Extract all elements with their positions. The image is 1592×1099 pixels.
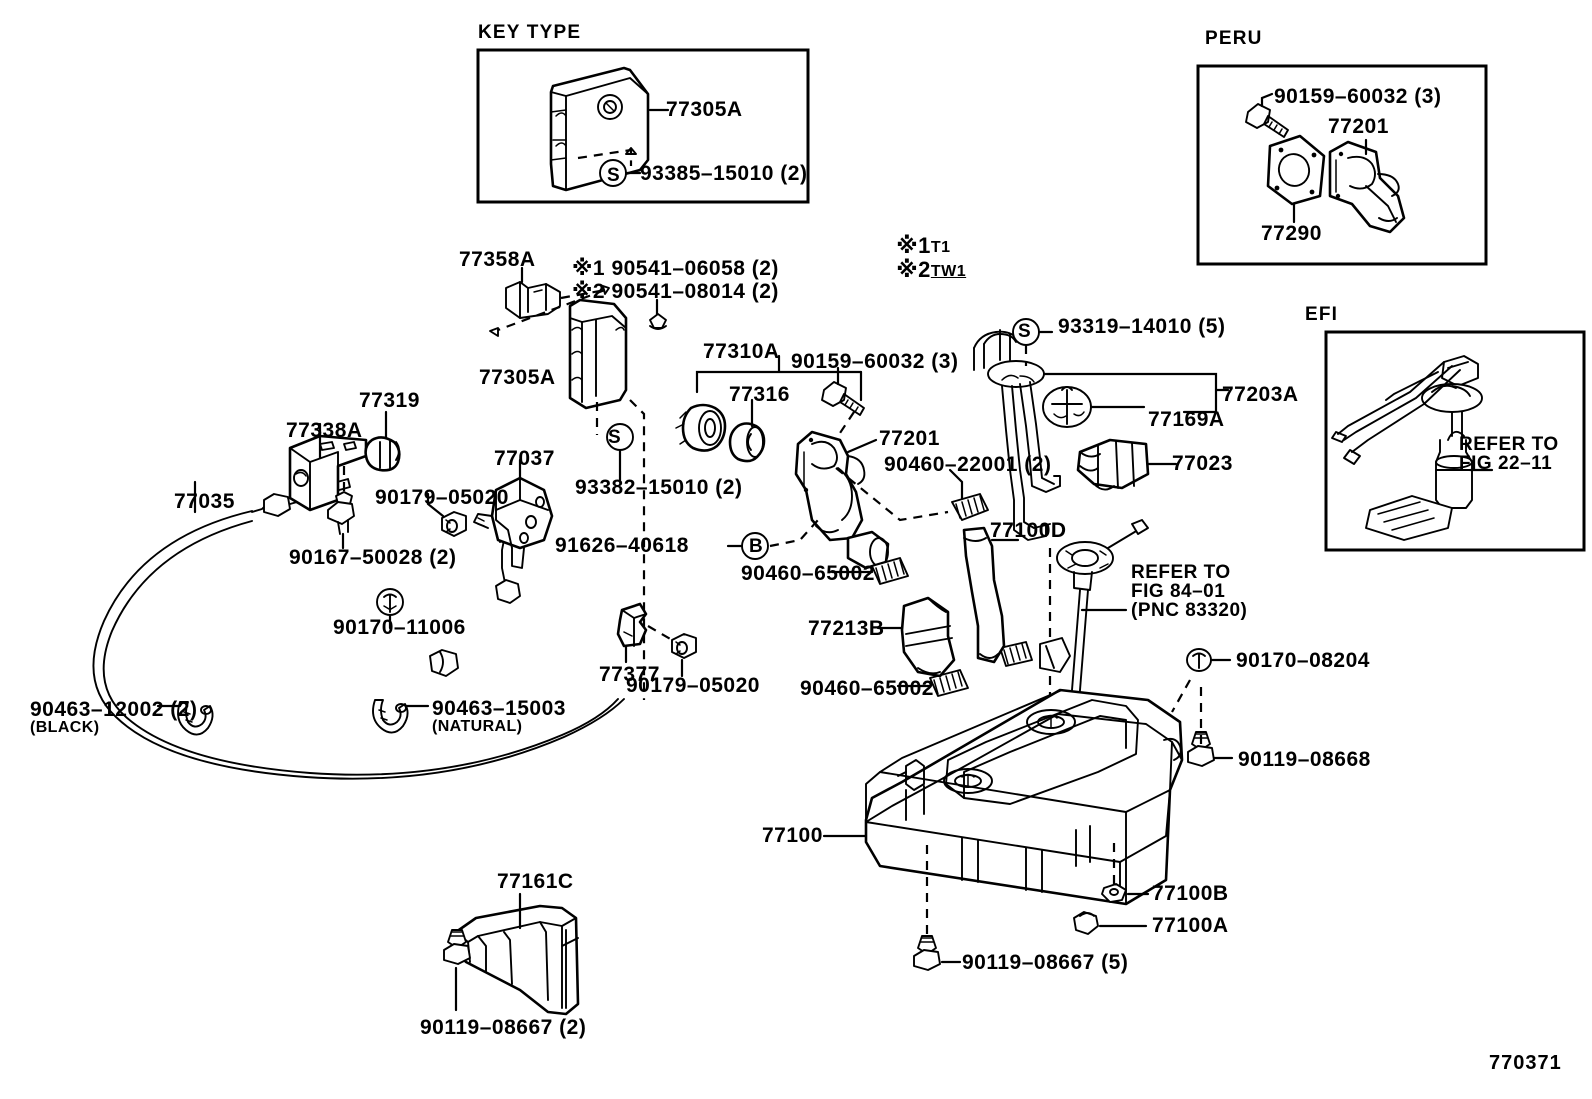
callout-90170-08204: 90170–08204 — [1236, 649, 1370, 672]
callout-77316: 77316 — [729, 383, 790, 406]
callout-77377: 77377 — [599, 663, 660, 686]
callout-90460-22001: 90460–22001 (2) — [884, 453, 1052, 476]
symbol-s-key-type: S — [608, 427, 622, 448]
part-77023-clamp — [1076, 438, 1178, 491]
inset-title-key-type: KEY TYPE — [478, 22, 582, 43]
callout-77319: 77319 — [359, 389, 420, 412]
peru-inset-frame — [1196, 64, 1488, 266]
figure-number: 770371 — [1489, 1052, 1562, 1074]
callout-efi-refer-1: REFER TO — [1459, 434, 1559, 455]
callout-bolt-note-2: ※2 90541–08014 (2) — [572, 280, 779, 304]
callout-77201: 77201 — [879, 427, 940, 450]
key-type-inset-frame — [476, 48, 810, 204]
callout-77100: 77100 — [762, 824, 823, 847]
part-77201-filler-pipe — [726, 430, 949, 570]
callout-peru-90159: 90159–60032 (3) — [1274, 85, 1442, 108]
callout-sender-refer-3: (PNC 83320) — [1131, 600, 1248, 621]
note-2-value: TW1 — [930, 263, 967, 281]
part-77100-fuel-tank — [822, 648, 1234, 971]
callout-77310a: 77310A — [703, 340, 780, 363]
callout-77037: 77037 — [494, 447, 555, 470]
note-marker-2: ※2TW1 — [872, 236, 966, 305]
callout-sender-refer-2: FIG 84–01 — [1131, 581, 1226, 602]
callout-90463-15003: 90463–15003 — [432, 697, 566, 720]
callout-efi-refer-2: FIG 22–11 — [1459, 453, 1553, 474]
callout-90541-08014: 90541–08014 (2) — [611, 280, 779, 303]
callout-91626-40618: 91626–40618 — [555, 534, 689, 557]
callout-77100b: 77100B — [1152, 882, 1229, 905]
callout-93319-14010: 93319–14010 (5) — [1058, 315, 1226, 338]
callout-90463-12002-sub: (BLACK) — [30, 719, 100, 736]
part-77305a-lid — [489, 285, 667, 700]
callout-90463-12002: 90463–12002 (2) — [30, 698, 198, 721]
callout-77305a: 77305A — [479, 366, 556, 389]
part-77161c-shield — [443, 892, 580, 1016]
callout-77213b: 77213B — [808, 617, 885, 640]
symbol-s-key-type-inset: S — [607, 165, 621, 186]
part-clamps — [830, 468, 1033, 697]
callout-77035: 77035 — [174, 490, 235, 513]
callout-77358a: 77358A — [459, 248, 536, 271]
part-77338a-bracket — [288, 422, 368, 550]
callout-90463-15003-sub: (NATURAL) — [432, 718, 523, 735]
note-2-symbol: ※2 — [896, 257, 931, 283]
callout-77100d: 77100D — [990, 519, 1067, 542]
part-77213b-hose — [876, 596, 956, 678]
part-77100d-hose — [962, 526, 1052, 700]
callout-90159-60032: 90159–60032 (3) — [791, 350, 959, 373]
callout-90179-05020-lower: 90179–05020 — [626, 674, 760, 697]
note-2-symbol-ref: ※2 — [572, 280, 606, 303]
callout-sender-refer-1: REFER TO — [1131, 562, 1231, 583]
callout-93382: 93382–15010 (2) — [575, 476, 743, 499]
callout-90179-05020-upper: 90179–05020 — [375, 486, 509, 509]
symbol-s-93319: S — [1018, 321, 1032, 342]
part-90179-05020-upper — [426, 492, 467, 537]
note-marker-1: ※1T1 — [872, 212, 951, 281]
note-1-symbol: ※1 — [896, 233, 931, 259]
efi-inset-frame — [1324, 330, 1586, 552]
callout-77338a: 77338A — [286, 419, 363, 442]
callout-peru-77201: 77201 — [1328, 115, 1389, 138]
part-90170-11006-washer — [376, 588, 404, 630]
part-77203a-tubes — [973, 318, 1230, 541]
symbol-b: B — [749, 536, 764, 557]
callout-90460-65002-lower: 90460–65002 — [800, 677, 934, 700]
callout-77169a: 77169A — [1148, 408, 1225, 431]
callout-peru-77290: 77290 — [1261, 222, 1322, 245]
callout-key-type-93385: 93385–15010 (2) — [640, 162, 808, 185]
callout-77100a: 77100A — [1152, 914, 1229, 937]
part-77377-clip — [616, 602, 697, 678]
part-77310a-77316 — [675, 354, 863, 463]
callout-90541-06058: 90541–06058 (2) — [611, 257, 779, 280]
callout-90119-08667-shield: 90119–08667 (2) — [420, 1016, 587, 1039]
part-77037-lever — [473, 458, 554, 569]
callout-90119-08668: 90119–08668 — [1238, 748, 1371, 771]
callout-90460-65002-upper: 90460–65002 — [741, 562, 875, 585]
part-77319-grommet — [364, 410, 401, 472]
part-77035-cable — [92, 478, 625, 780]
callout-90119-08667-tank: 90119–08667 (5) — [962, 951, 1129, 974]
callout-bolt-note-1: ※1 90541–06058 (2) — [572, 257, 779, 281]
inset-title-peru: PERU — [1205, 28, 1263, 49]
callout-90170-11006: 90170–11006 — [333, 616, 466, 639]
inset-title-efi: EFI — [1305, 304, 1339, 325]
note-1-symbol-ref: ※1 — [572, 257, 606, 280]
part-77358a-clip — [505, 266, 561, 319]
callout-77203a: 77203A — [1222, 383, 1299, 406]
callout-77023: 77023 — [1172, 452, 1233, 475]
callout-key-type-77305a: 77305A — [666, 98, 743, 121]
note-1-value: T1 — [930, 239, 951, 257]
callout-90167-50028: 90167–50028 (2) — [289, 546, 457, 569]
callout-77161c: 77161C — [497, 870, 574, 893]
